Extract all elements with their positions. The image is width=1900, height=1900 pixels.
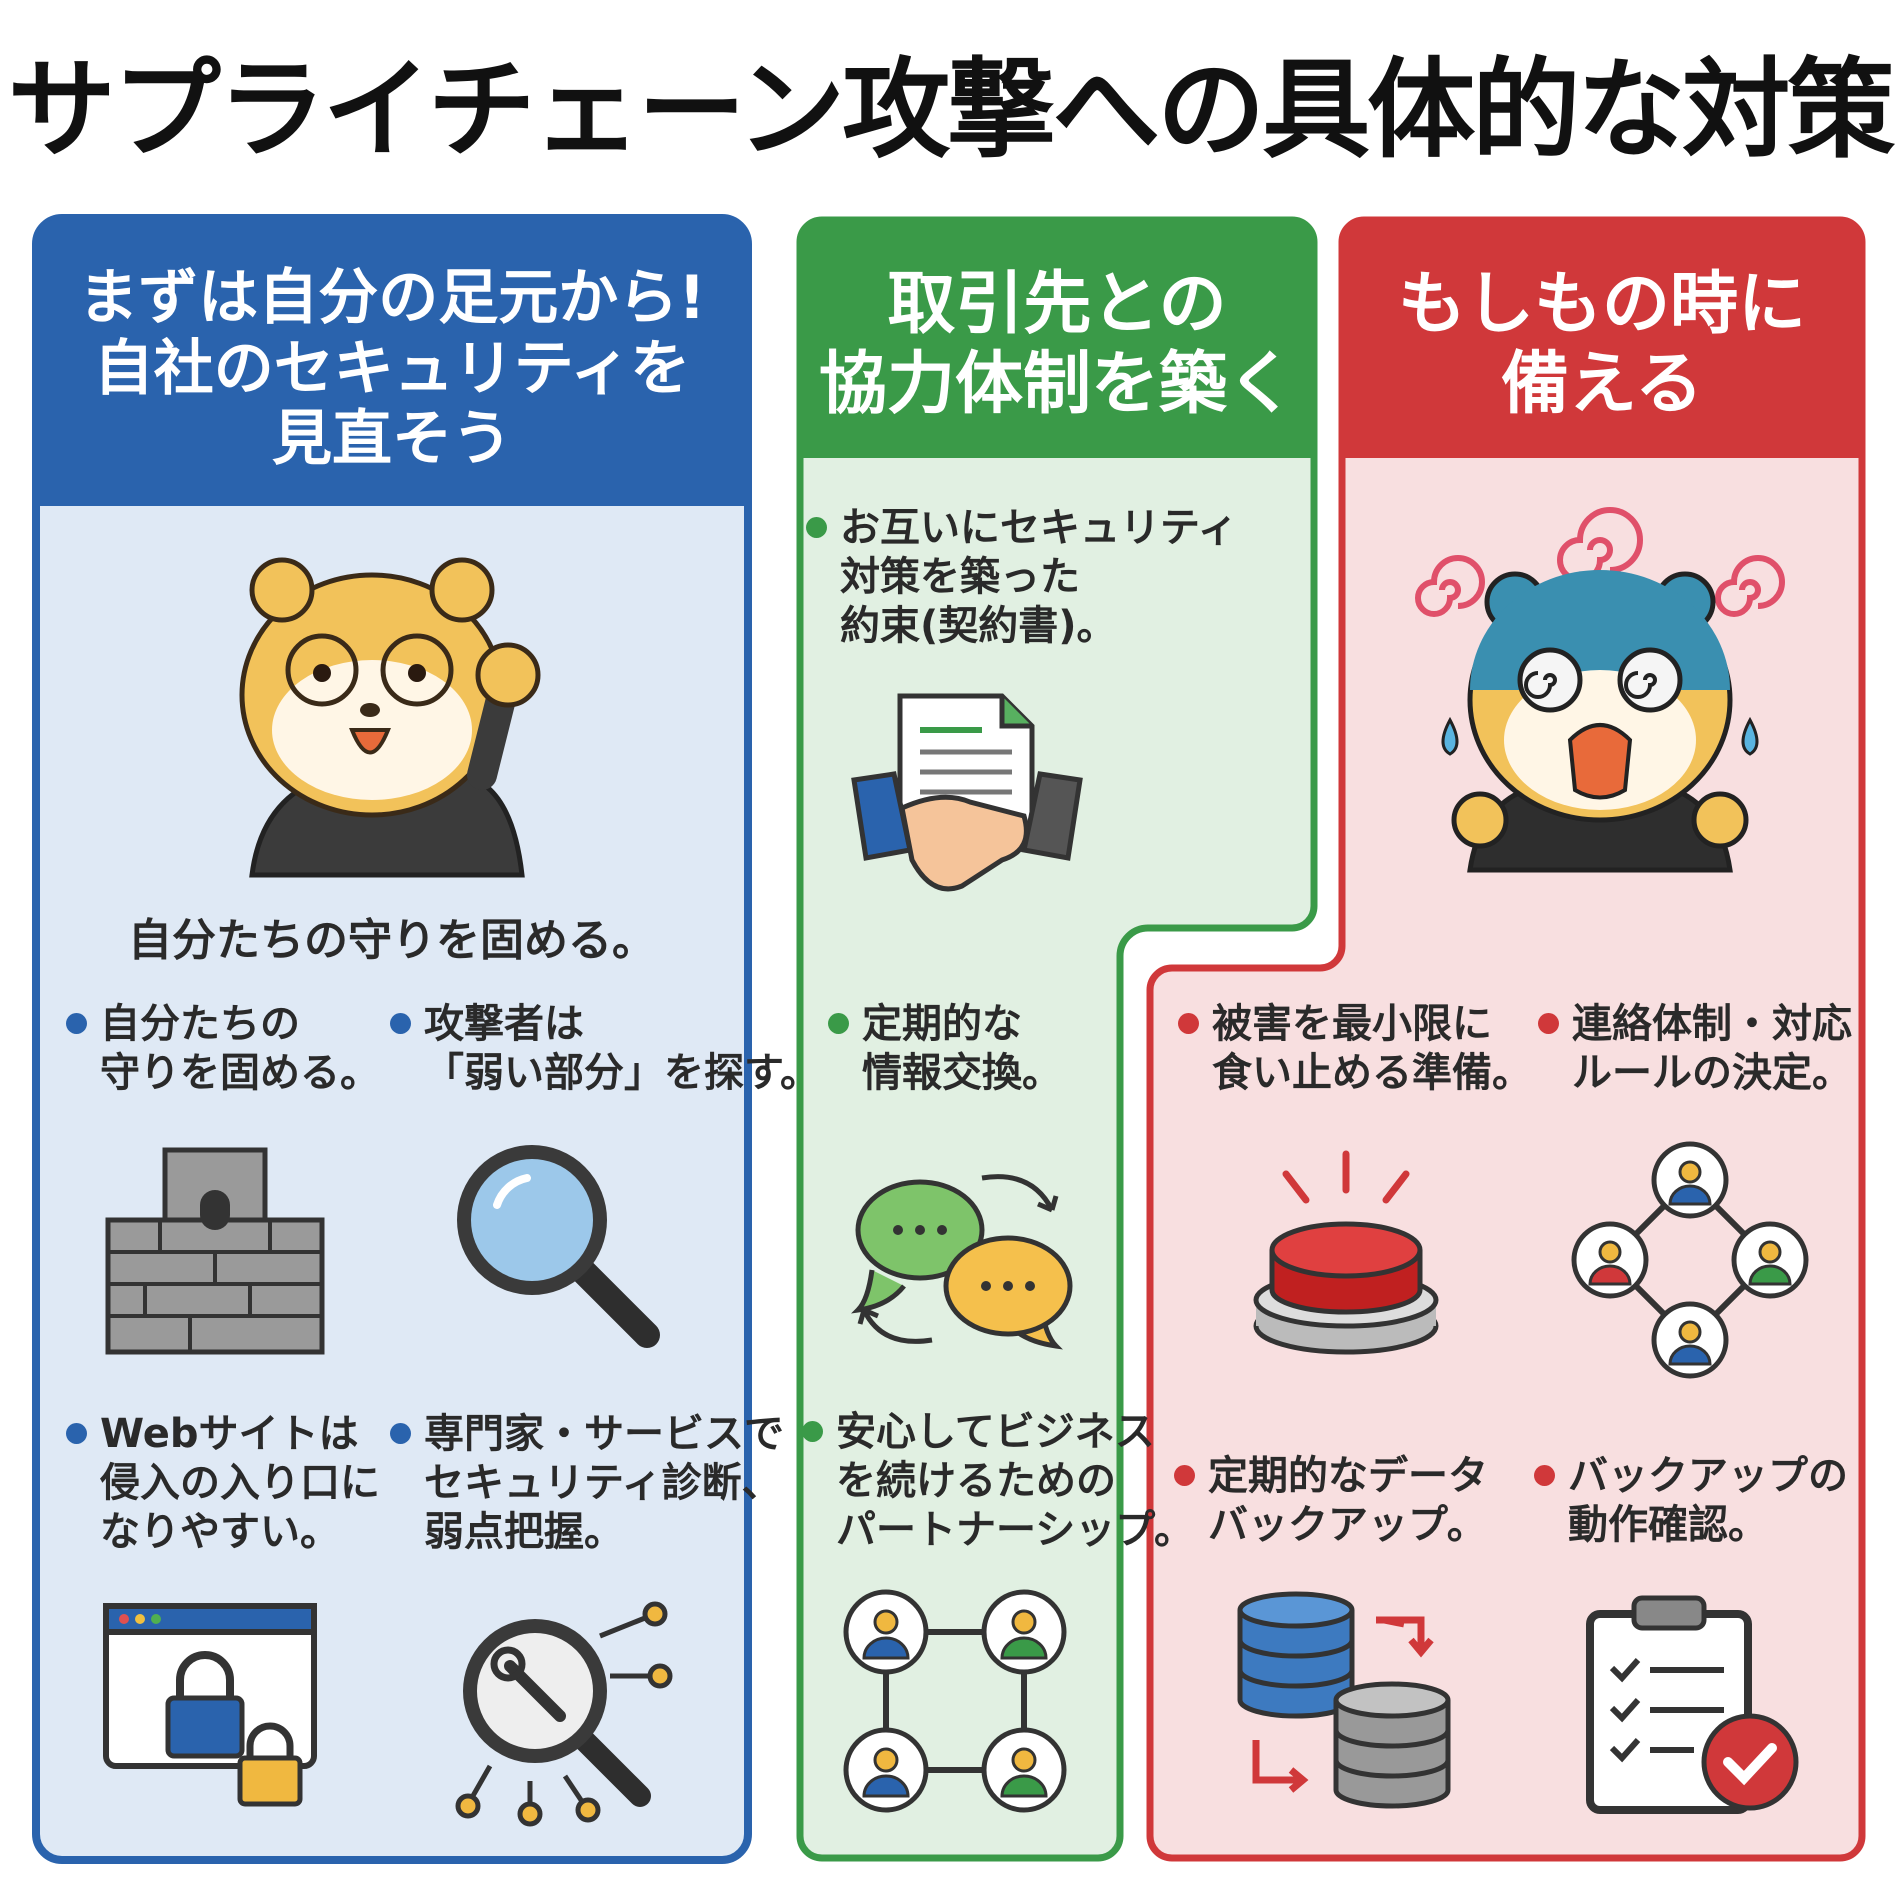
bullet-dot [1538,1013,1559,1034]
bullet-dot [1174,1465,1195,1486]
checklist-clipboard-icon [1586,1595,1799,1814]
bullet-dot [806,517,827,538]
bullet-partners-2: 定期的な 情報交換。 [828,1000,1062,1098]
bullet-partners-3: 安心してビジネス を続けるための パートナーシップ。 [802,1408,1194,1554]
bullet-self-1: 自分たちの 守りを固める。 [66,1000,380,1098]
bullet-dot [66,1423,87,1444]
bullet-dot [802,1421,823,1442]
page-title: サプライチェーン攻撃への具体的な対策 [7,48,1896,173]
bullet-self-4: 専門家・サービスで セキュリティ診断、 弱点把握。 [390,1410,784,1556]
bullet-emergency-2: 連絡体制・対応 ルールの決定。 [1538,1000,1852,1098]
panel-self-header: まずは自分の足元から! 自社のセキュリティを 見直そう [40,238,744,500]
contact-network-icon [1571,1141,1809,1379]
bullet-emergency-3: 定期的なデータ バックアップ。 [1174,1452,1488,1550]
bullet-dot [1534,1465,1555,1486]
wrench-search-network-icon [455,1601,673,1827]
bullet-dot [66,1013,87,1034]
bullet-self-2: 攻撃者は 「弱い部分」を探す。 [390,1000,820,1098]
bullet-self-3: Webサイトは 侵入の入り口に なりやすい。 [66,1410,380,1556]
panel-partners-header: 取引先との 協力体制を築く [804,234,1310,456]
chat-exchange-icon [851,1174,1073,1350]
castle-wall-icon [105,1147,325,1355]
header-line: 自社のセキュリティを [93,333,691,404]
bullet-dot [1178,1013,1199,1034]
header-line: 見直そう [272,404,512,475]
bullet-dot [390,1013,411,1034]
header-line: まずは自分の足元から! [78,262,706,333]
database-backup-icon [1237,1591,1451,1809]
panel-emergency-header: もしもの時に 備える [1346,234,1858,456]
contract-handshake-icon [851,693,1083,892]
bullet-emergency-4: バックアップの 動作確認。 [1534,1452,1848,1550]
magnifier-icon [457,1145,660,1348]
bullet-dot [390,1423,411,1444]
mascot-caption: 自分たちの守りを固める。 [128,915,656,966]
website-lock-icon [103,1603,317,1807]
header-line: 備える [1501,345,1703,424]
bullet-partners-1: お互いにセキュリティ 対策を築った 約束(契約書)。 [806,504,1238,650]
header-line: もしもの時に [1397,264,1806,344]
panicked-hamster-mascot [1415,507,1785,873]
bullet-dot [828,1013,849,1034]
confident-hamster-mascot [239,557,541,878]
header-line: 取引先との [887,264,1227,344]
emergency-button-icon [1253,1150,1439,1355]
header-line: 協力体制を築く [818,345,1295,424]
partner-network-icon [843,1589,1067,1813]
bullet-emergency-1: 被害を最小限に 食い止める準備。 [1178,1000,1532,1098]
